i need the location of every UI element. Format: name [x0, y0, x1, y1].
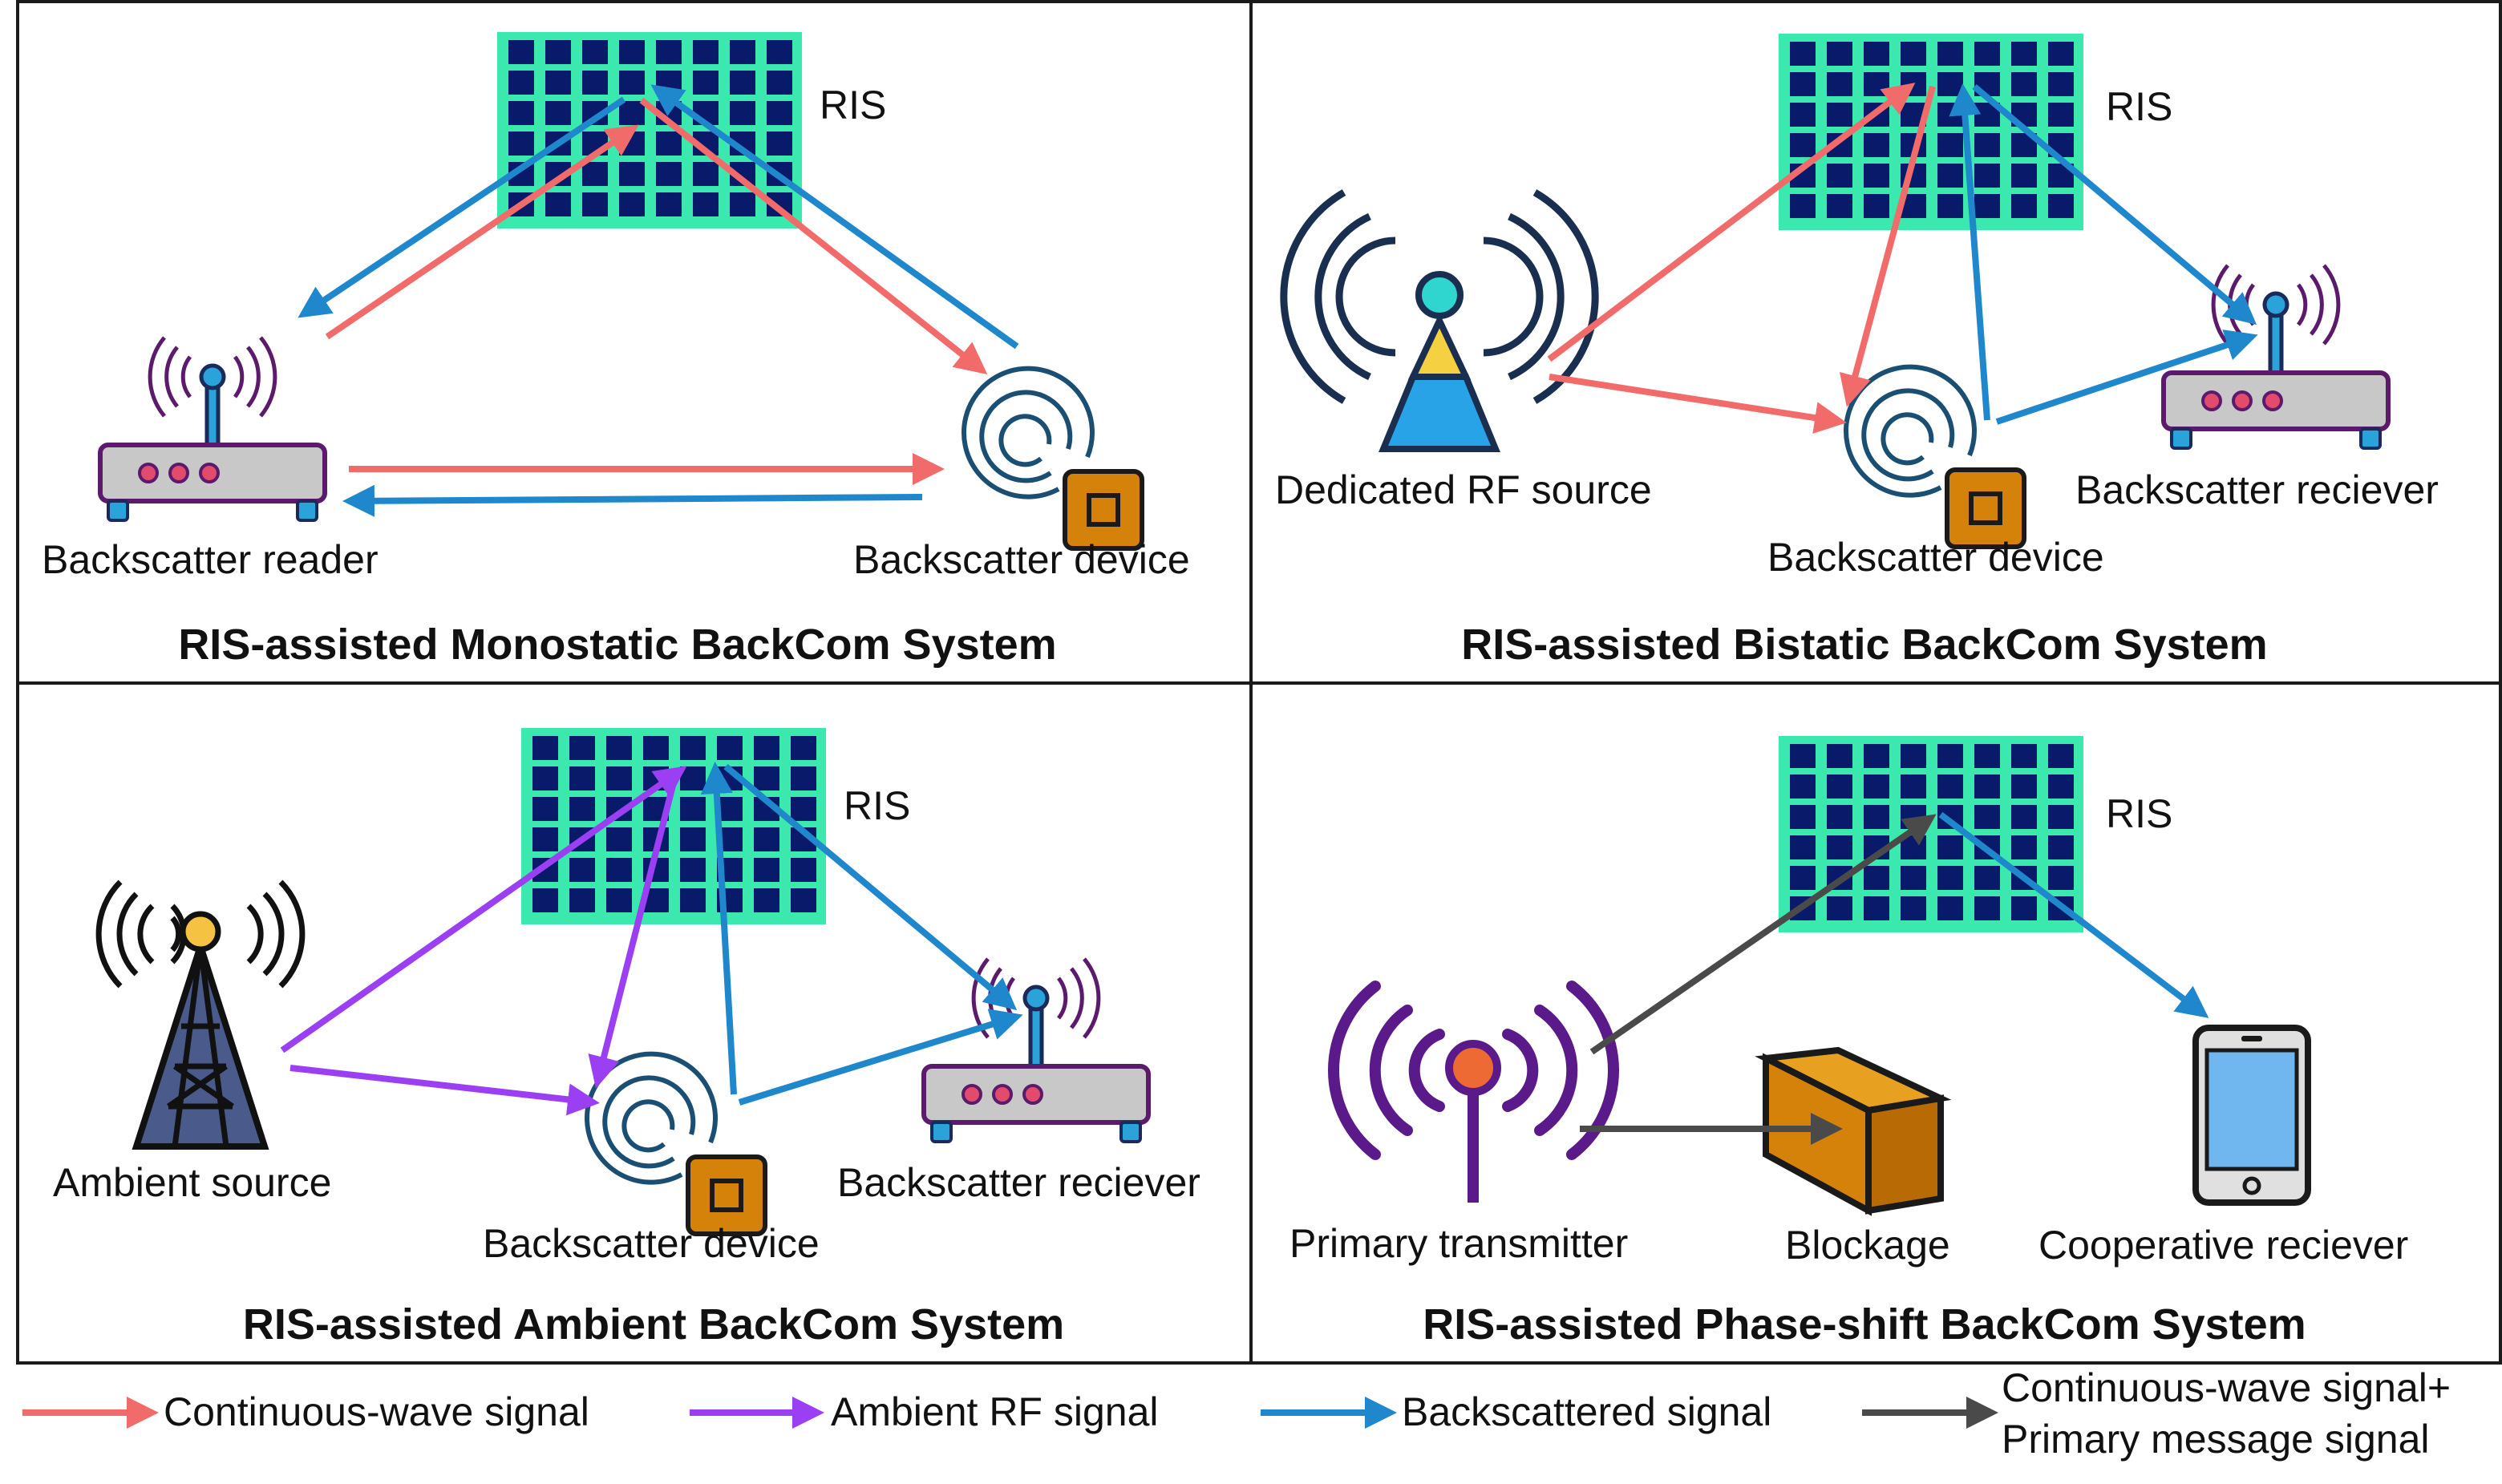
legend-item-ambient-rf: Ambient RF signal [690, 1389, 1159, 1434]
ris-surface [1779, 736, 2083, 932]
backscatter-reciever-label: Backscatter reciever [837, 1160, 1200, 1205]
signal-arrows [298, 84, 1019, 517]
cooperative-reciever-label: Cooperative reciever [2038, 1223, 2408, 1268]
ris-surface [497, 32, 802, 228]
cooperative-reciever-icon [2192, 1025, 2311, 1206]
blockage-label: Blockage [1785, 1223, 1950, 1268]
ambient-source-icon [95, 879, 306, 1150]
signal-arrows [280, 762, 1023, 1116]
signal-arrows [1547, 83, 2258, 434]
backscatter-reciever-label: Backscatter reciever [2075, 467, 2439, 512]
legend-label: Backscattered signal [1402, 1389, 1771, 1434]
panel-bistatic: RIS Dedicated RF source Back [1275, 34, 2439, 669]
legend-item-backscattered: Backscattered signal [1261, 1389, 1771, 1434]
dedicated-rf-source-label: Dedicated RF source [1275, 467, 1652, 512]
panel-title: RIS-assisted Monostatic BackCom System [178, 621, 1056, 669]
ris-label: RIS [844, 783, 910, 828]
ris-label: RIS [820, 83, 886, 127]
panel-monostatic: RIS Backscatter reader Backscatter devic… [42, 32, 1190, 669]
ris-label: RIS [2106, 84, 2172, 129]
legend-label: Ambient RF signal [831, 1389, 1159, 1434]
ris-surface [521, 728, 826, 924]
signal-arrows [1580, 811, 2209, 1145]
legend-label-line1: Continuous-wave signal+ [2002, 1365, 2451, 1410]
legend: Continuous-wave signal Ambient RF signal… [22, 1365, 2451, 1462]
legend-label: Continuous-wave signal [164, 1389, 589, 1434]
panel-ambient: RIS Ambient so [53, 728, 1200, 1349]
panel-phase-shift: RIS [1289, 736, 2408, 1349]
legend-label-line2: Primary message signal [2002, 1417, 2430, 1462]
backscatter-reciever-icon [924, 959, 1148, 1142]
legend-item-continuous-wave: Continuous-wave signal [22, 1389, 589, 1434]
ris-label: RIS [2106, 791, 2172, 836]
panel-title: RIS-assisted Phase-shift BackCom System [1423, 1300, 2306, 1349]
backscatter-device-icon [964, 369, 1142, 548]
ambient-source-label: Ambient source [53, 1160, 331, 1205]
panel-title: RIS-assisted Bistatic BackCom System [1461, 621, 2267, 669]
panel-borders [16, 0, 2502, 1365]
backscatter-device-icon [1846, 367, 2024, 547]
primary-transmitter-icon [1327, 981, 1620, 1203]
backscatter-reader-icon [100, 338, 325, 520]
backscatter-device-label: Backscatter device [483, 1221, 820, 1266]
backscatter-device-label: Backscatter device [1767, 535, 2104, 580]
ris-surface [1779, 34, 2083, 230]
legend-item-primary: Continuous-wave signal+ Primary message … [1862, 1365, 2451, 1462]
backscatter-reader-label: Backscatter reader [42, 537, 379, 582]
backscatter-device-icon [587, 1054, 765, 1234]
panel-title: RIS-assisted Ambient BackCom System [243, 1300, 1064, 1349]
primary-transmitter-label: Primary transmitter [1289, 1221, 1628, 1266]
backscatter-device-label: Backscatter device [853, 537, 1190, 582]
dedicated-rf-source-icon [1280, 189, 1599, 452]
